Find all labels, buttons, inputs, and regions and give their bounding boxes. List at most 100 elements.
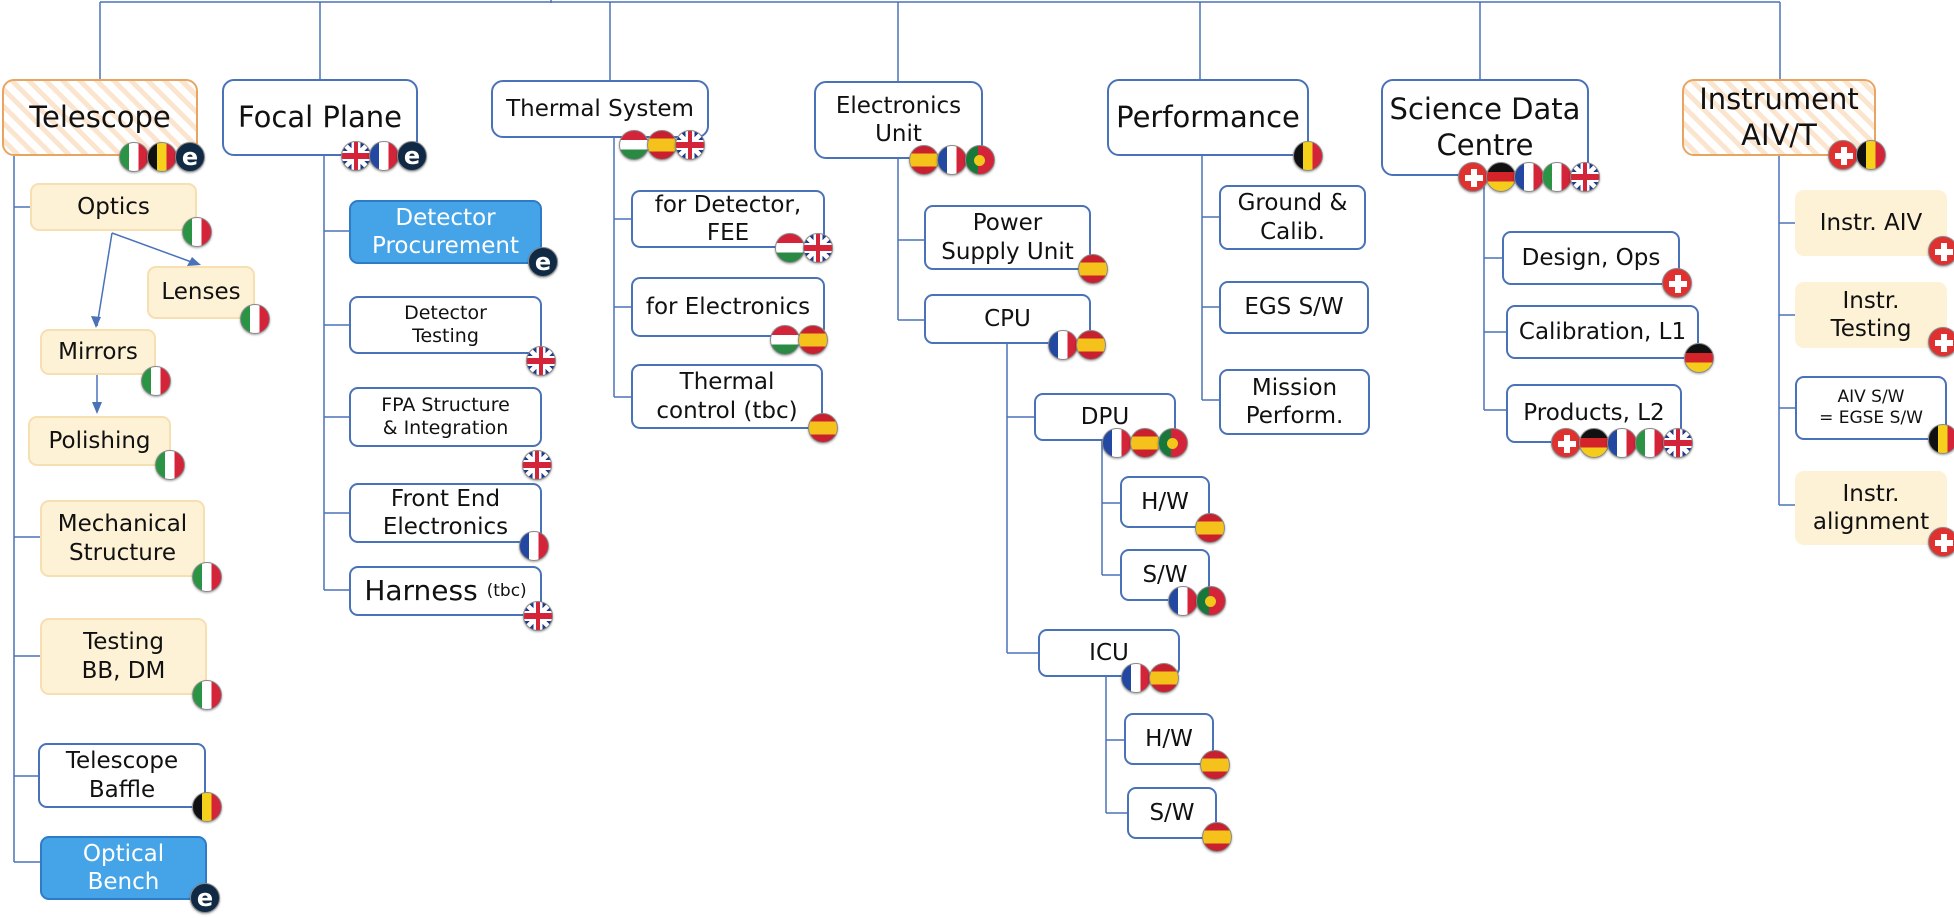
cpu-flags (1048, 330, 1106, 360)
power-supply-unit-label: Power Supply Unit (941, 210, 1074, 265)
harness-tbc-note: (tbc) (486, 580, 527, 601)
esa-logo-icon: e (190, 883, 220, 913)
mission-perform-label: Mission Perform. (1245, 374, 1344, 429)
detector-testing-flags (526, 346, 556, 376)
gb-flag-icon (1663, 428, 1693, 458)
es-flag-icon (808, 413, 838, 443)
cpu-box: CPU (924, 294, 1091, 344)
thermal-detector-fee-flags (775, 233, 833, 263)
esa-logo-icon: e (175, 142, 205, 172)
thermal-system-box: Thermal System (491, 80, 709, 138)
fr-flag-icon (937, 145, 967, 175)
it-flag-icon (182, 217, 212, 247)
instrument-aivt-flags (1828, 140, 1886, 170)
mirrors-box: Mirrors (40, 329, 156, 375)
performance-box: Performance (1107, 79, 1309, 156)
be-flag-icon (1293, 141, 1323, 171)
icu-hw-flags (1200, 750, 1230, 780)
polishing-label: Polishing (48, 427, 151, 454)
science-data-centre-box: Science Data Centre (1381, 79, 1589, 176)
be-flag-icon (1856, 140, 1886, 170)
instr-aiv-flags (1928, 236, 1954, 266)
lenses-label: Lenses (161, 279, 241, 306)
es-flag-icon (909, 145, 939, 175)
instr-alignment-label: Instr. alignment (1812, 480, 1930, 535)
gb-flag-icon (523, 601, 553, 631)
ground-calib-box: Ground & Calib. (1219, 185, 1366, 250)
de-flag-icon (1684, 343, 1714, 373)
fr-flag-icon (519, 531, 549, 561)
es-flag-icon (1195, 513, 1225, 543)
fpa-structure-box: FPA Structure & Integration (349, 387, 542, 447)
testing-bb-dm-box: Testing BB, DM (40, 618, 207, 695)
pt-flag-icon (1196, 586, 1226, 616)
optical-bench-box: Optical Bench (40, 836, 207, 900)
thermal-electronics-box: for Electronics (631, 277, 825, 337)
de-flag-icon (1486, 162, 1516, 192)
hu-flag-icon (619, 130, 649, 160)
es-flag-icon (798, 325, 828, 355)
es-flag-icon (1149, 663, 1179, 693)
be-flag-icon (1928, 424, 1954, 454)
instr-testing-box: Instr. Testing (1795, 282, 1947, 348)
thermal-detector-fee-label: for Detector, FEE (654, 191, 802, 246)
es-flag-icon (647, 130, 677, 160)
icu-hw-label: H/W (1145, 725, 1193, 752)
front-end-electronics-box: Front End Electronics (349, 483, 542, 543)
optical-bench-flags: e (190, 883, 220, 913)
mechanical-structure-label: Mechanical Structure (57, 511, 188, 566)
instrument-aivt-label: Instrument AIV/T (1699, 82, 1859, 152)
fr-flag-icon (1121, 663, 1151, 693)
ch-flag-icon (1662, 268, 1692, 298)
ch-flag-icon (1928, 236, 1954, 266)
lenses-box: Lenses (147, 266, 255, 319)
testing-bb-dm-label: Testing BB, DM (81, 629, 166, 684)
aiv-sw-egse-flags (1928, 424, 1954, 454)
mechanical-structure-flags (192, 562, 222, 592)
lenses-flags (240, 304, 270, 334)
fr-flag-icon (1102, 428, 1132, 458)
harness-label: Harness (364, 573, 478, 607)
testing-bb-dm-flags (192, 680, 222, 710)
dpu-sw-label: S/W (1142, 561, 1188, 588)
thermal-detector-fee-box: for Detector, FEE (631, 190, 825, 248)
es-flag-icon (1078, 254, 1108, 284)
telescope-box: Telescope (2, 79, 198, 156)
it-flag-icon (141, 366, 171, 396)
egs-sw-label: EGS S/W (1244, 294, 1344, 321)
mechanical-structure-box: Mechanical Structure (40, 500, 205, 577)
instr-aiv-box: Instr. AIV (1795, 190, 1947, 256)
be-flag-icon (147, 142, 177, 172)
telescope-baffle-flags (192, 792, 222, 822)
products-l2-label: Products, L2 (1523, 400, 1665, 427)
gb-flag-icon (675, 130, 705, 160)
fr-flag-icon (1048, 330, 1078, 360)
detector-testing-label: Detector Testing (404, 301, 487, 347)
focal-plane-flags: e (341, 141, 427, 171)
icu-sw-flags (1202, 822, 1232, 852)
science-data-centre-flags (1458, 162, 1600, 192)
thermal-electronics-label: for Electronics (645, 293, 811, 320)
dpu-hw-flags (1195, 513, 1225, 543)
harness-box: Harness (tbc) (349, 566, 542, 616)
calibration-l1-flags (1684, 343, 1714, 373)
icu-sw-box: S/W (1127, 787, 1217, 839)
dpu-label: DPU (1080, 403, 1130, 430)
it-flag-icon (1542, 162, 1572, 192)
focal-plane-label: Focal Plane (238, 99, 402, 134)
power-supply-unit-box: Power Supply Unit (924, 205, 1091, 270)
esa-logo-icon: e (528, 247, 558, 277)
dpu-sw-flags (1168, 586, 1226, 616)
dpu-hw-label: H/W (1141, 488, 1189, 515)
optical-bench-label: Optical Bench (82, 840, 165, 895)
ch-flag-icon (1828, 140, 1858, 170)
thermal-control-flags (808, 413, 838, 443)
performance-flags (1293, 141, 1323, 171)
fr-flag-icon (1168, 586, 1198, 616)
instr-testing-label: Instr. Testing (1830, 287, 1912, 342)
es-flag-icon (1130, 428, 1160, 458)
dpu-hw-box: H/W (1120, 476, 1210, 528)
detector-procurement-box: Detector Procurement (349, 200, 542, 264)
ch-flag-icon (1928, 527, 1954, 557)
